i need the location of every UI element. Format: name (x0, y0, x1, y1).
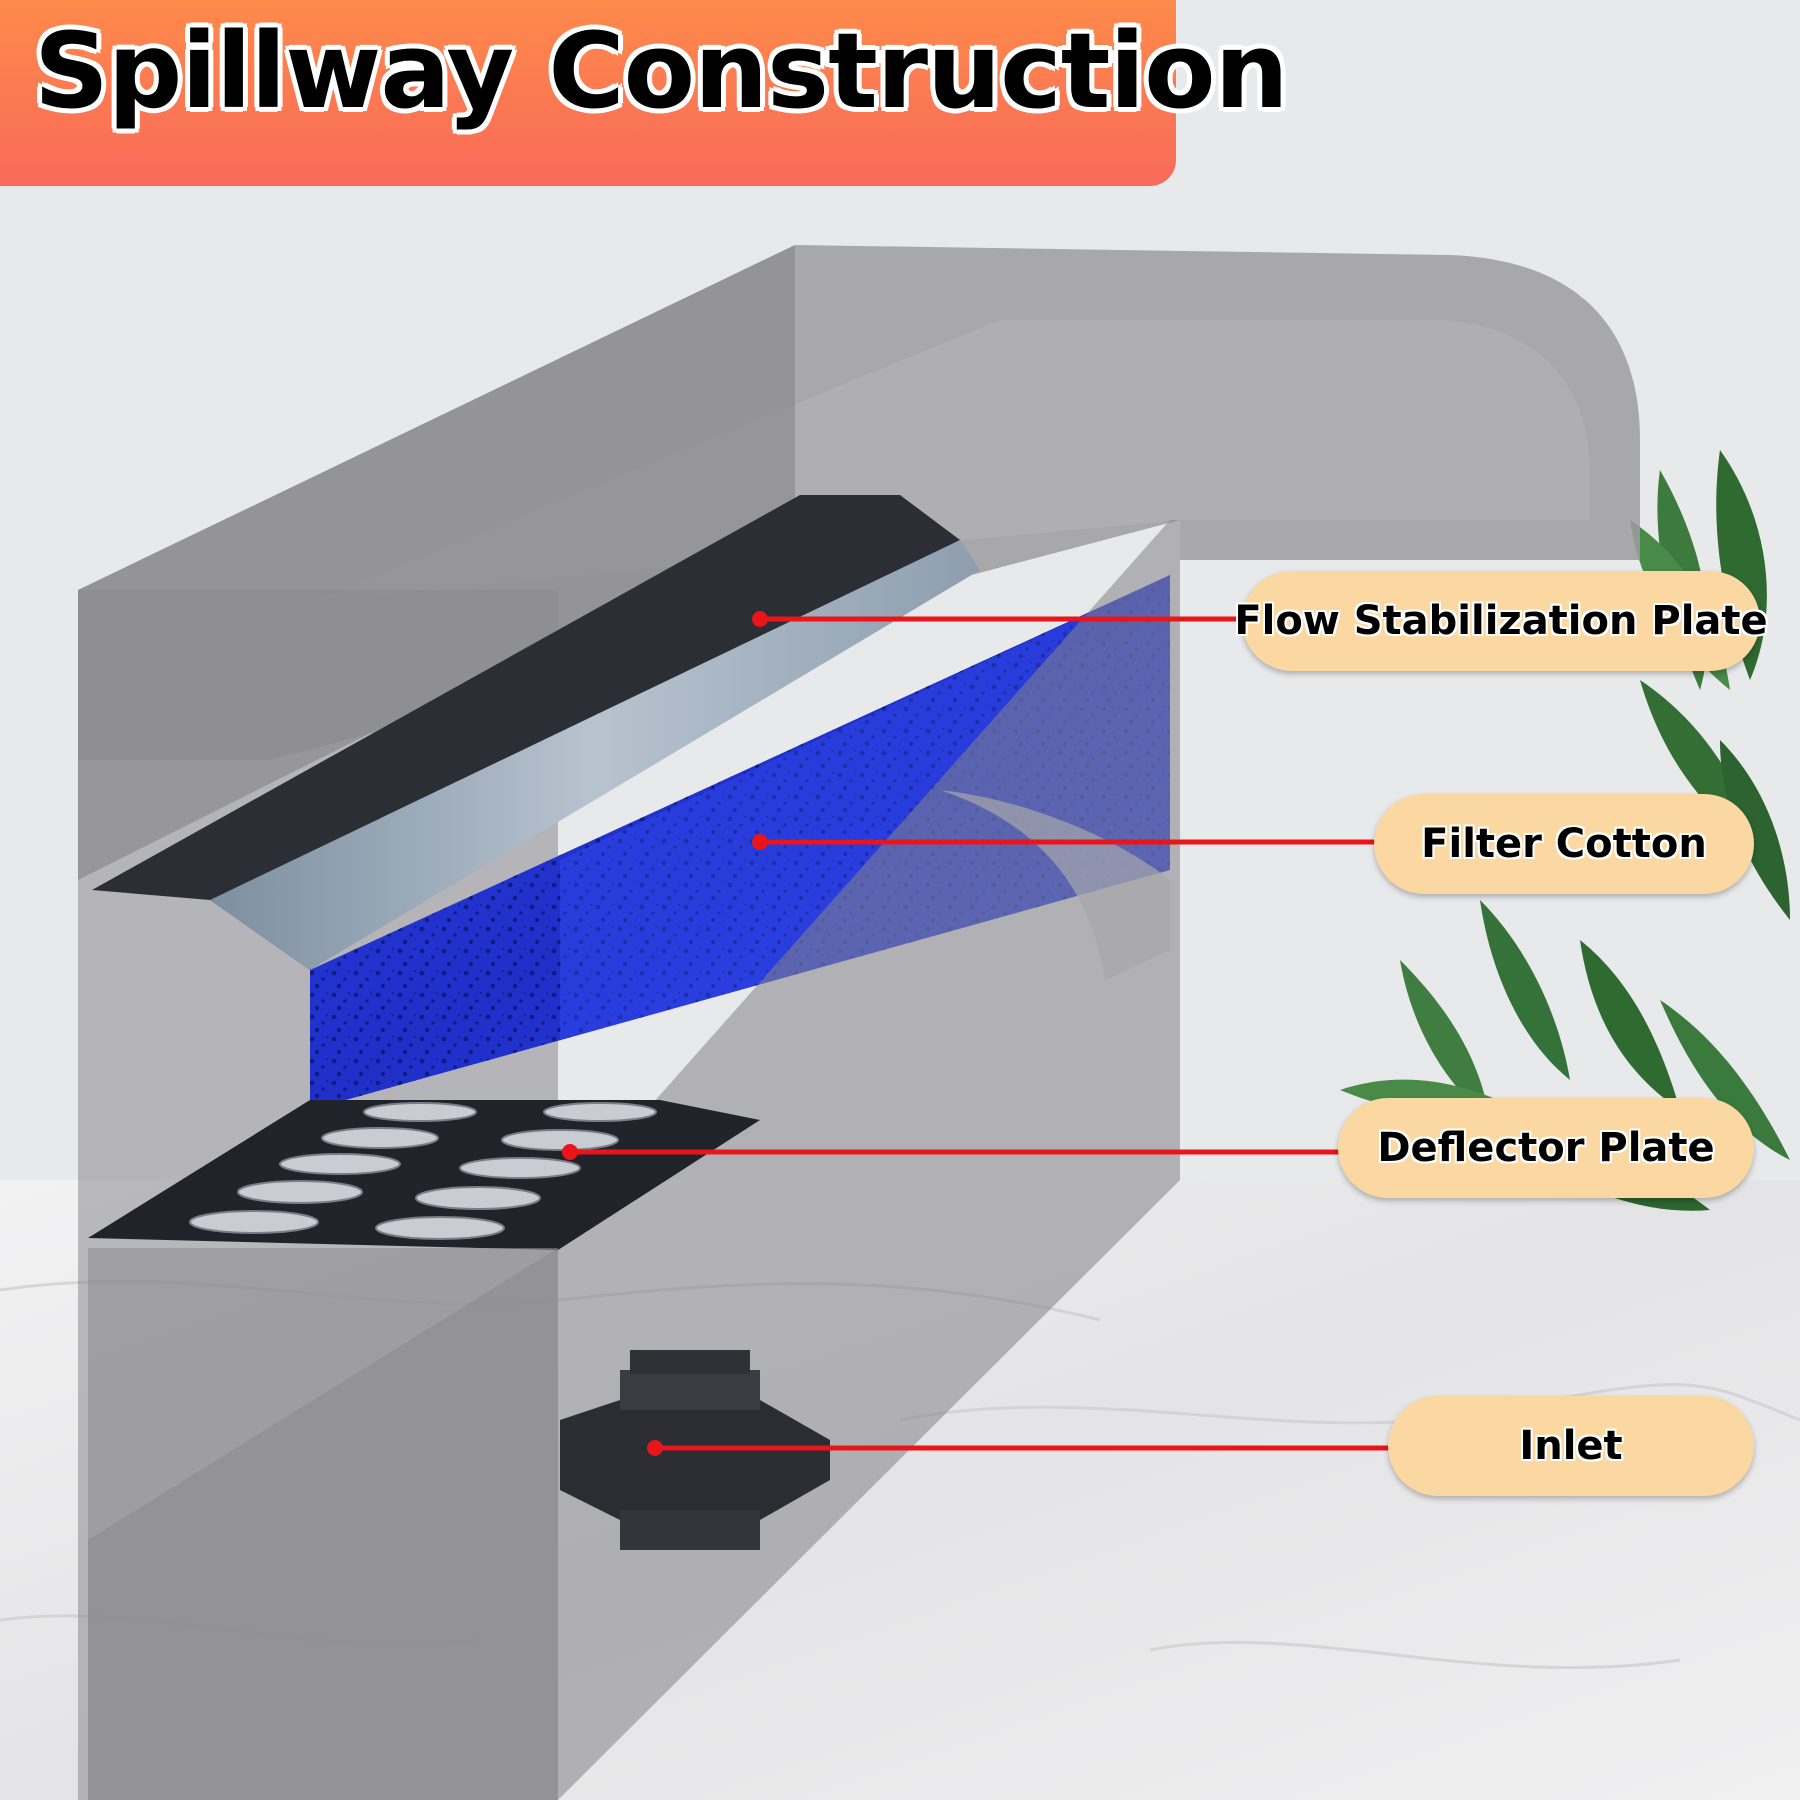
deflector-holes (189, 1102, 657, 1240)
label-inlet: Inlet (1388, 1396, 1754, 1496)
spout-curve (940, 790, 1170, 980)
dot-filter-cotton (752, 834, 768, 850)
filter-cotton-texture (310, 575, 1170, 1110)
dot-flow-plate (752, 611, 768, 627)
label-text-inlet: Inlet (1519, 1423, 1623, 1469)
dot-deflector (562, 1144, 578, 1160)
label-filter-cotton: Filter Cotton (1374, 794, 1754, 894)
label-text-filter-cotton: Filter Cotton (1421, 821, 1707, 867)
page-title: Spillway Construction (34, 10, 1289, 132)
label-text-flow-stabilization-plate: Flow Stabilization Plate (1234, 598, 1768, 644)
lower-chamber-diagonal (88, 1248, 558, 1800)
title-banner: Spillway Construction (0, 0, 1289, 186)
lower-chamber-front (88, 1248, 558, 1800)
flow-plate-steel (210, 540, 980, 970)
label-deflector-plate: Deflector Plate (1338, 1098, 1754, 1198)
inlet-fitting (560, 1350, 830, 1550)
leader-dots (562, 611, 768, 1456)
filter-cotton-highlight (560, 575, 1170, 1040)
label-flow-stabilization-plate: Flow Stabilization Plate (1234, 571, 1768, 671)
leader-lines (570, 616, 1390, 1451)
label-text-deflector-plate: Deflector Plate (1377, 1125, 1715, 1171)
dot-inlet (647, 1440, 663, 1456)
flow-stabilization-plate (92, 495, 960, 970)
